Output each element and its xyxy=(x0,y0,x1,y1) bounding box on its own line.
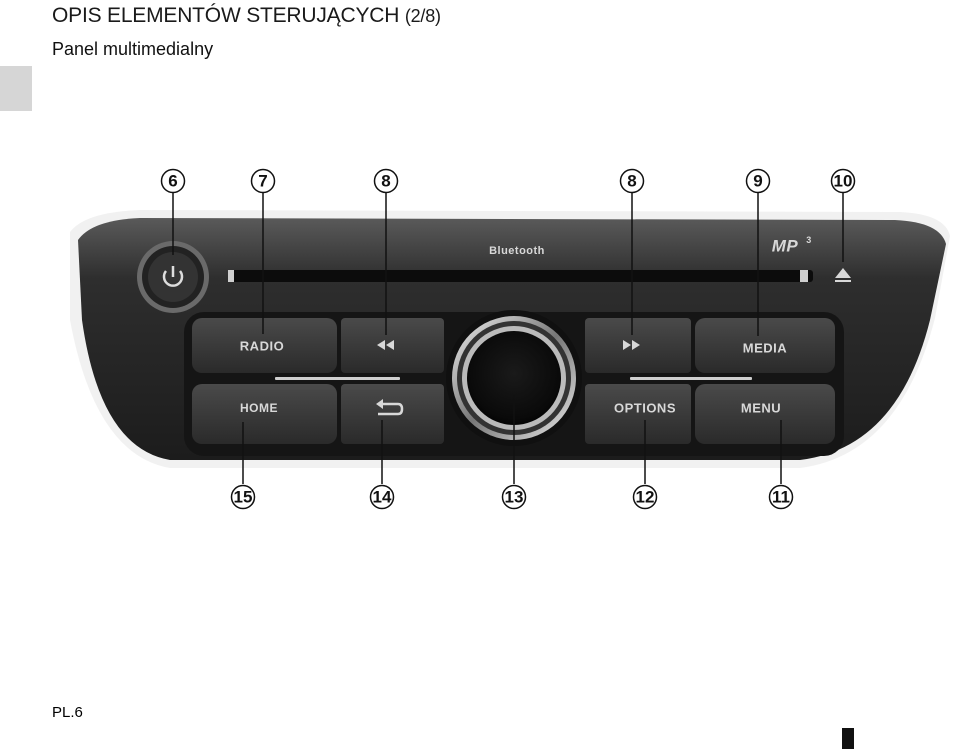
options-button-label: OPTIONS xyxy=(614,401,676,416)
radio-button-label: RADIO xyxy=(240,339,284,354)
back-button[interactable] xyxy=(341,384,444,444)
callout-8-next: 8 xyxy=(619,168,645,194)
radio-button[interactable]: RADIO xyxy=(192,318,337,373)
back-arrow-icon xyxy=(376,399,404,416)
power-icon xyxy=(162,266,184,287)
callout-13: 13 xyxy=(501,484,527,510)
eject-icon[interactable] xyxy=(835,268,851,282)
svg-text:6: 6 xyxy=(168,172,177,191)
mp3-logo: MP xyxy=(772,237,799,256)
svg-text:14: 14 xyxy=(373,488,392,507)
callout-12: 12 xyxy=(632,484,658,510)
rewind-icon xyxy=(377,340,394,350)
mp3-logo-sup: 3 xyxy=(806,235,812,245)
svg-text:13: 13 xyxy=(505,488,524,507)
fast-forward-button[interactable] xyxy=(585,318,691,373)
callout-14: 14 xyxy=(369,484,395,510)
media-button[interactable]: MEDIA xyxy=(695,318,835,373)
bluetooth-label: Bluetooth xyxy=(489,245,545,257)
svg-text:12: 12 xyxy=(636,488,655,507)
svg-text:9: 9 xyxy=(753,172,762,191)
callout-lines xyxy=(172,193,844,484)
callout-11: 11 xyxy=(768,484,794,510)
rotary-knob[interactable] xyxy=(446,310,582,446)
cd-slot-right-marker xyxy=(800,270,808,282)
svg-text:11: 11 xyxy=(772,488,790,507)
svg-text:15: 15 xyxy=(234,488,253,507)
cd-slot xyxy=(228,270,813,282)
fast-forward-icon xyxy=(623,340,640,350)
options-button[interactable]: OPTIONS xyxy=(585,384,691,444)
page-title-text: OPIS ELEMENTÓW STERUJĄCYCH xyxy=(52,4,400,27)
media-button-label: MEDIA xyxy=(743,341,788,356)
menu-button-label: MENU xyxy=(741,401,781,416)
page-edge-mark xyxy=(842,728,854,749)
cd-slot-left-marker xyxy=(228,270,234,282)
home-button[interactable]: HOME xyxy=(192,384,337,444)
callout-10: 10 xyxy=(830,168,856,194)
callout-6: 6 xyxy=(160,168,186,194)
svg-text:10: 10 xyxy=(834,172,853,191)
svg-text:8: 8 xyxy=(627,172,636,191)
home-button-label: HOME xyxy=(240,401,278,415)
divider-right xyxy=(630,377,752,380)
section-subtitle: Panel multimedialny xyxy=(52,39,214,59)
power-button[interactable] xyxy=(137,241,209,313)
page-indicator: (2/8) xyxy=(404,6,441,26)
rewind-button[interactable] xyxy=(341,318,444,373)
callout-8-prev: 8 xyxy=(373,168,399,194)
menu-button[interactable]: MENU xyxy=(695,384,835,444)
side-tab-marker xyxy=(0,66,32,111)
page-number: PL.6 xyxy=(52,704,83,721)
page-title: OPIS ELEMENTÓW STERUJĄCYCH (2/8) xyxy=(52,4,441,28)
callout-7: 7 xyxy=(250,168,276,194)
callout-15: 15 xyxy=(230,484,256,510)
divider-left xyxy=(275,377,400,380)
callout-9: 9 xyxy=(745,168,771,194)
svg-text:7: 7 xyxy=(258,172,267,191)
svg-text:8: 8 xyxy=(381,172,390,191)
